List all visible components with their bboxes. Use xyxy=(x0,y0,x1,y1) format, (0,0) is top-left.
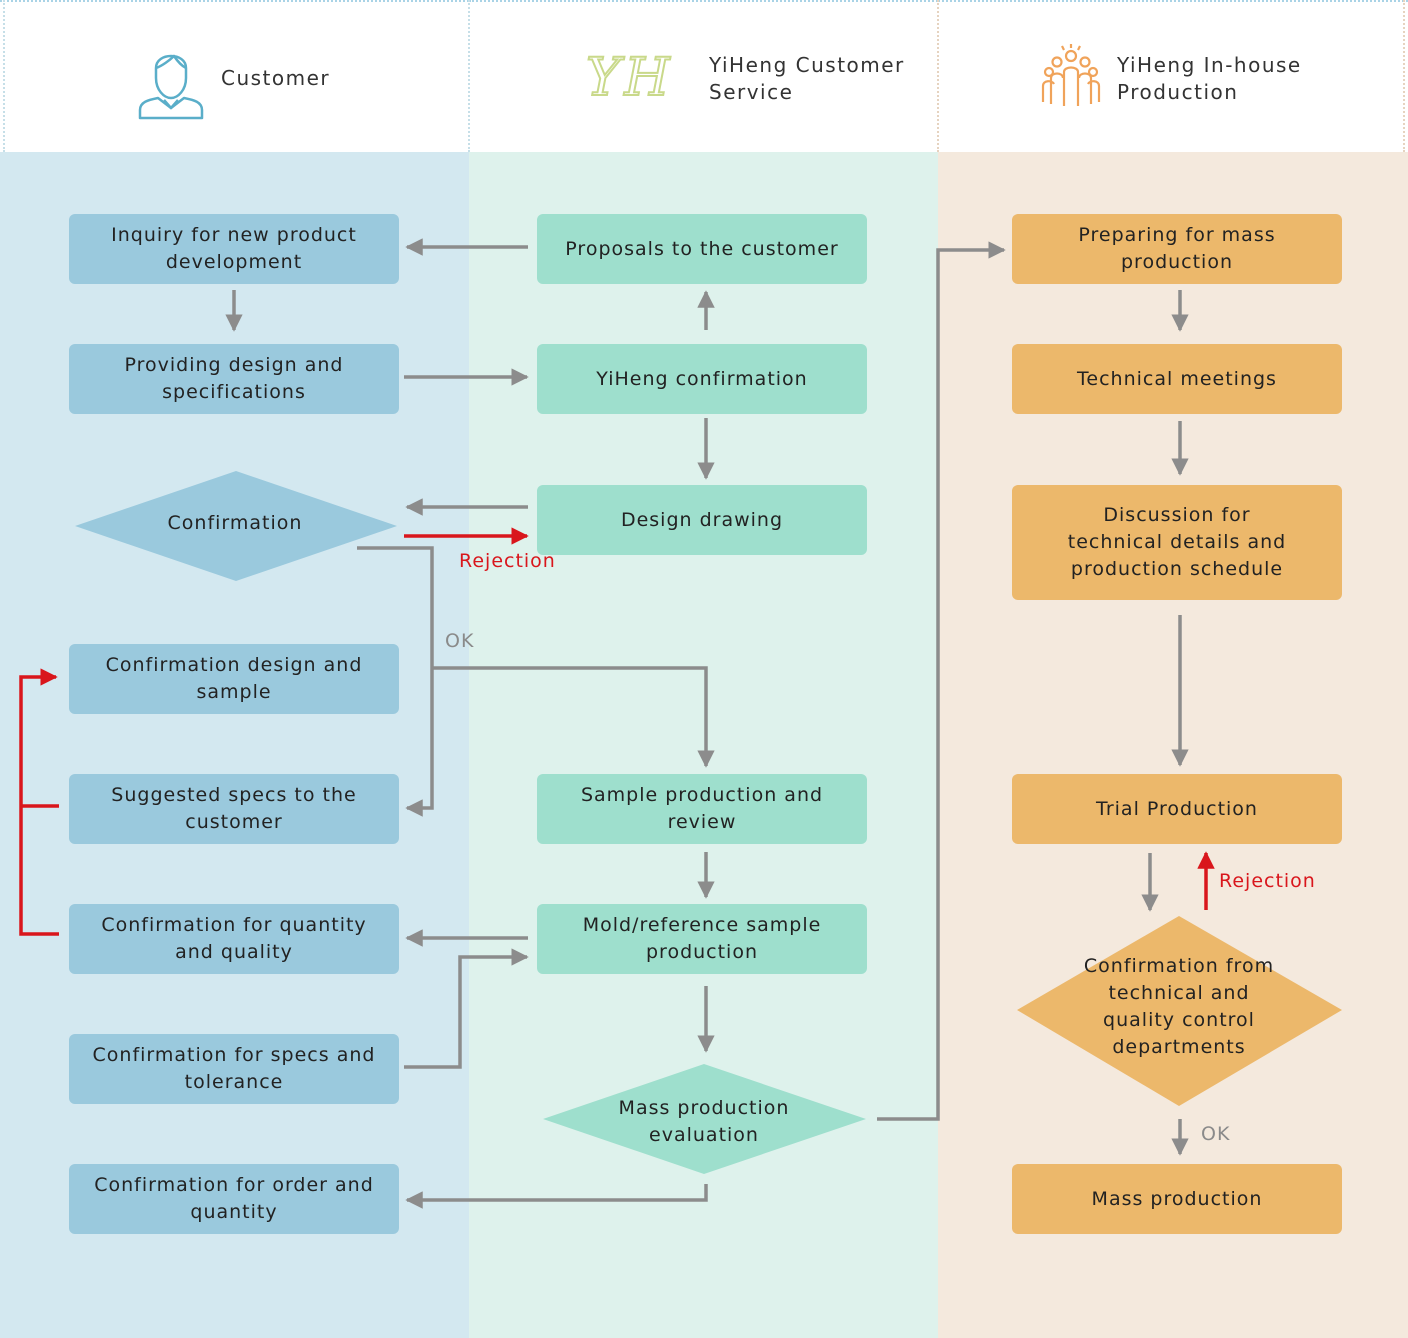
qc-confirmation-diamond xyxy=(1017,916,1342,1106)
person-icon xyxy=(138,54,204,120)
ok-label: OK xyxy=(445,630,475,652)
arrow-confirmation-ok-to-suggested-specs xyxy=(357,546,434,817)
yiheng-confirmation-node: YiHeng confirmation xyxy=(537,344,867,414)
header-divider xyxy=(1403,0,1405,152)
arrow-mass-evaluation-to-order xyxy=(405,1184,708,1209)
order-quantity-node: Confirmation for order and quantity xyxy=(69,1164,399,1234)
rejection-label: Rejection xyxy=(459,550,556,572)
arrow-mass-evaluation-to-preparing xyxy=(877,241,1006,1121)
service-lane-header xyxy=(469,0,938,152)
arrow-specs-tolerance-to-mold xyxy=(404,948,529,1069)
specs-tolerance-node: Confirmation for specs and tolerance xyxy=(69,1034,399,1104)
header-divider xyxy=(937,0,939,152)
production-lane-header xyxy=(938,0,1408,152)
trial-production-node: Trial Production xyxy=(1012,774,1342,844)
inquiry-node: Inquiry for new product development xyxy=(69,214,399,284)
mass-evaluation-diamond xyxy=(543,1064,866,1174)
header-divider xyxy=(3,0,5,152)
production-lane-title: YiHeng In-house Production xyxy=(1117,53,1302,104)
yh-logo: YH xyxy=(585,47,674,109)
customer-lane-header xyxy=(0,0,469,152)
team-icon xyxy=(1041,44,1101,106)
service-lane-title: YiHeng Customer Service xyxy=(709,53,905,104)
proposals-node: Proposals to the customer xyxy=(537,214,867,284)
header-divider xyxy=(468,0,470,152)
confirmation-node-label: Confirmation xyxy=(167,511,303,534)
sample-production-node: Sample production and review xyxy=(537,774,867,844)
mold-sample-node: Mold/reference sample production xyxy=(537,904,867,974)
preparing-node: Preparing for mass production xyxy=(1012,214,1342,284)
technical-meetings-node: Technical meetings xyxy=(1012,344,1342,414)
ok-label-mass-production: OK xyxy=(1201,1123,1231,1145)
design-drawing-node: Design drawing xyxy=(537,485,867,555)
customer-lane-title: Customer xyxy=(221,66,331,90)
quantity-quality-node: Confirmation for quantity and quality xyxy=(69,904,399,974)
confirmation-diamond xyxy=(75,471,397,581)
mass-production-node: Mass production xyxy=(1012,1164,1342,1234)
suggested-specs-node: Suggested specs to the customer xyxy=(69,774,399,844)
design-sample-node: Confirmation design and sample xyxy=(69,644,399,714)
mass-evaluation-node-label: Mass production evaluation xyxy=(618,1097,790,1146)
qc-confirmation-node-label: Confirmation from technical and quality … xyxy=(1083,955,1275,1058)
discussion-node: Discussion for technical details and pro… xyxy=(1012,485,1342,600)
rejection-label-trial: Rejection xyxy=(1219,870,1316,892)
arrow-ok-to-sample-production xyxy=(432,666,715,768)
design-specs-node: Providing design and specifications xyxy=(69,344,399,414)
